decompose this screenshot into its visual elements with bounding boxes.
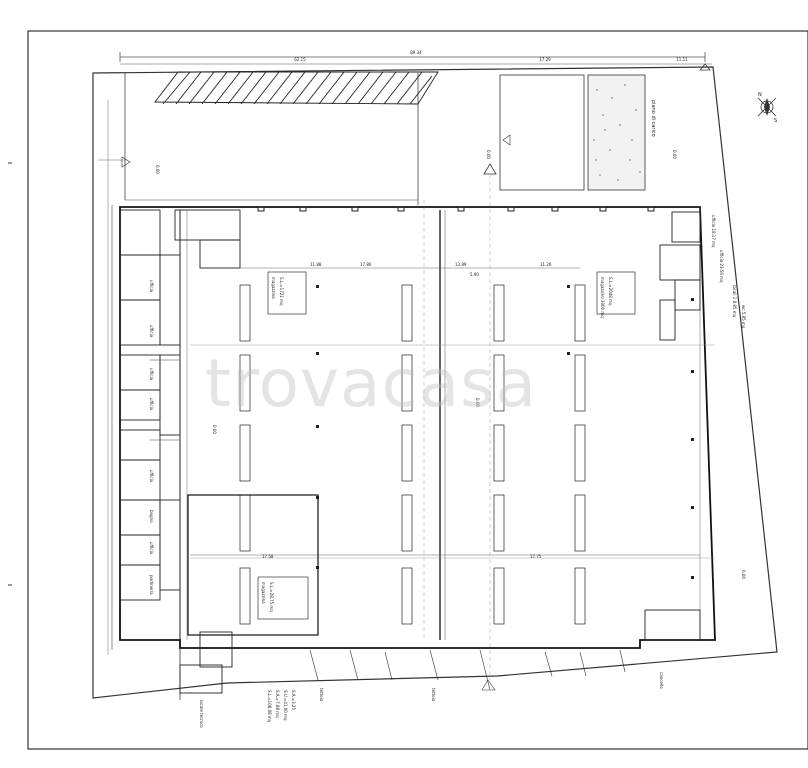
north-arrow-icon: N S [757, 92, 777, 124]
office-label: ufficio [149, 398, 154, 411]
svg-text:N: N [758, 92, 762, 98]
bathroom-label: bagno [149, 510, 154, 523]
dim-row-c: 13.89 [455, 262, 467, 267]
office-right-1: ufficio 18.17 mq [711, 215, 716, 248]
dim-row-g: 17.75 [530, 554, 542, 559]
dim-top-a: 62.15 [294, 57, 306, 62]
dim-row-f: 17.58 [262, 554, 274, 559]
area-lower-line1: magazzino [261, 582, 266, 604]
loading-label: piano di carico [650, 100, 656, 137]
area-box-right: magazzino 3000 mq S.L.=2048 mq [596, 271, 636, 318]
area-lower-line2: S.L.=28.75 mq [269, 582, 274, 612]
bottom-note-4: S.A.=3.25 [291, 690, 296, 710]
lot-boundary [92, 66, 778, 699]
office-label: ufficio [149, 368, 154, 381]
elev-top: 0.00 [486, 150, 491, 159]
office-label: ufficio [149, 542, 154, 555]
portineria-label: portineria [149, 575, 154, 595]
bottom-left-label: locale tecnico [199, 700, 204, 728]
area-right-line2: S.L.=2048 mq [608, 277, 613, 306]
office-label: ufficio [149, 325, 154, 338]
dim-top-b: 17.29 [539, 57, 551, 62]
bottom-note-1: S.L.=108.08 mq [267, 690, 272, 723]
bottom-right-label: cancello [659, 672, 664, 689]
elev-right-outer: 0.00 [672, 150, 677, 159]
area-box-lower: magazzino S.L.=28.75 mq [187, 494, 319, 636]
bottom-note-3: S.U.=41.00 mq [283, 690, 288, 721]
office-cluster-right [659, 211, 701, 341]
bottom-note-2: S.A.=7.88 mq [275, 690, 280, 718]
loading-area [499, 74, 585, 191]
office-right-4: wc 5.85 mq [741, 305, 746, 329]
bottom-mid-label: tettoia [319, 688, 324, 702]
elev-center: 0.00 [475, 398, 480, 407]
column-grid [239, 284, 586, 625]
dim-top-total: 89.34 [410, 50, 422, 55]
elev-main: 0.00 [212, 425, 217, 434]
area-main-line1: magazzino [271, 277, 276, 299]
area-main-line2: S.L.=1721 mq [279, 277, 284, 306]
elev-outside: 0.00 [155, 165, 160, 174]
dim-row-e: 5.90 [470, 272, 479, 277]
svg-text:S: S [774, 118, 777, 124]
dim-top-c: 11.11 [676, 57, 688, 62]
parking-stripes [154, 71, 439, 105]
loading-platform [587, 74, 646, 191]
dim-row-d: 11.26 [540, 262, 552, 267]
sheet-border [27, 30, 808, 750]
office-right-3: locali 1 8.85 mq [732, 285, 737, 318]
office-label: ufficio [149, 280, 154, 293]
office-label: ufficio [149, 470, 154, 483]
bottom-mid-label-2: tettoia [431, 688, 436, 702]
dim-row-b: 17.86 [360, 262, 372, 267]
office-right-2: ufficio 23.56 mq [719, 250, 724, 283]
office-strip [119, 209, 241, 601]
area-box-main: magazzino S.L.=1721 mq [267, 271, 307, 315]
dim-row-a: 11.88 [310, 262, 322, 267]
elev-right: 0.00 [741, 570, 746, 579]
building-outline [119, 206, 716, 649]
area-right-line1: magazzino 3000 mq [600, 277, 605, 318]
